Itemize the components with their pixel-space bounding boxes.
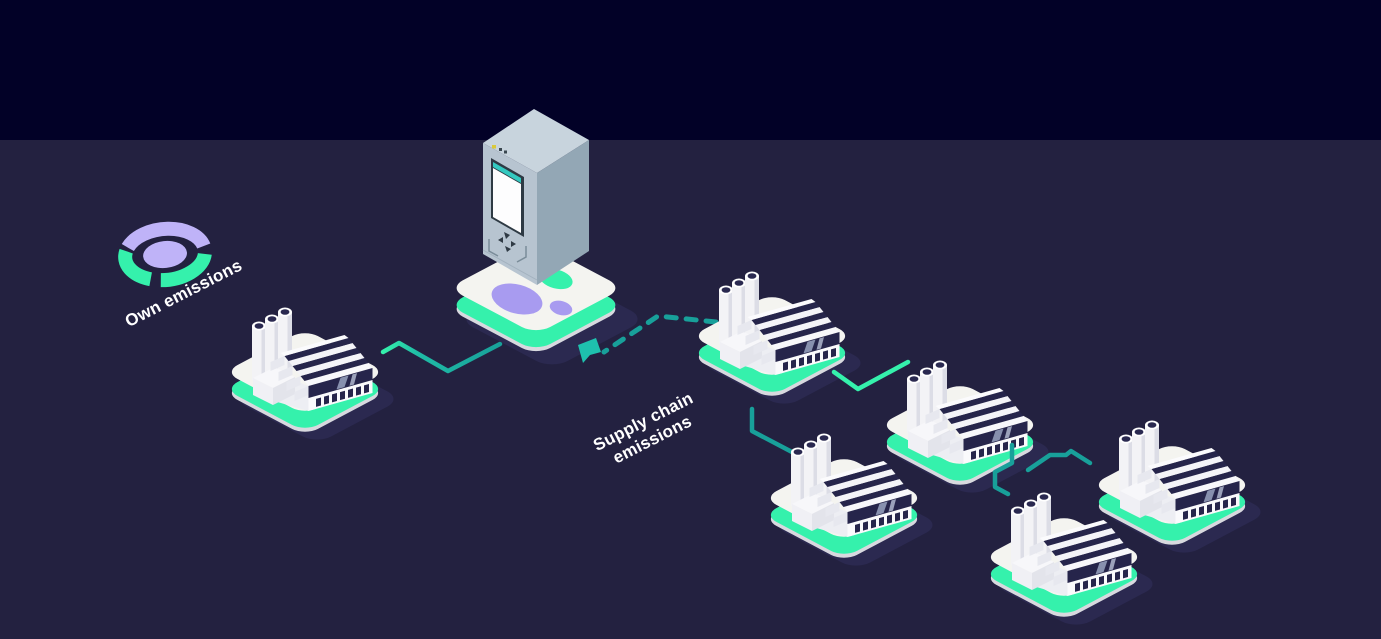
connector-supplier2-to-supplier5 xyxy=(1025,448,1093,473)
status-led-icon xyxy=(492,145,496,149)
top-background-band xyxy=(0,0,1381,140)
connector-supplier2-to-supplier4 xyxy=(992,442,1015,497)
factory-icon-own xyxy=(224,307,402,444)
arrow-icon xyxy=(578,338,601,363)
footprint-icon-purple xyxy=(491,283,573,316)
donut-chart-icon xyxy=(118,221,212,288)
connector-supplier1-to-supplier2 xyxy=(831,359,911,392)
dpad-icon xyxy=(498,232,516,252)
device-screen xyxy=(493,168,521,233)
edge-controller-icon xyxy=(482,109,589,285)
connector-own-to-device xyxy=(380,340,503,374)
connector-supplier1-to-supplier3 xyxy=(749,406,795,455)
dashed-connector-line xyxy=(601,313,719,355)
factory-icon-supplier-2 xyxy=(879,360,1057,497)
